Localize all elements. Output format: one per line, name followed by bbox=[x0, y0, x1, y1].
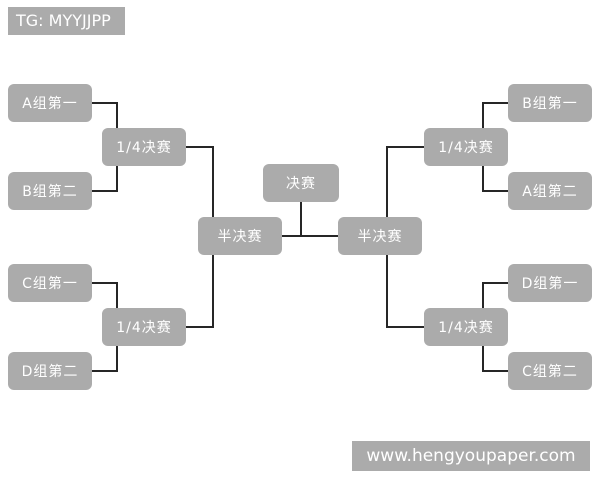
connector-right-semifinal bbox=[386, 146, 424, 328]
team-label: D组第一 bbox=[521, 276, 579, 292]
team-c-second: C组第二 bbox=[508, 352, 592, 390]
connector-final bbox=[282, 202, 338, 237]
team-d-first: D组第一 bbox=[508, 264, 592, 302]
match-label: 1/4决赛 bbox=[438, 320, 494, 336]
tg-tag-label: TG: MYYJJPP bbox=[16, 11, 111, 30]
team-c-first: C组第一 bbox=[8, 264, 92, 302]
quarterfinal-left-bottom: 1/4决赛 bbox=[102, 308, 186, 346]
team-label: B组第一 bbox=[522, 96, 578, 112]
match-label: 1/4决赛 bbox=[116, 140, 172, 156]
team-a-second: A组第二 bbox=[508, 172, 592, 210]
semifinal-right: 半决赛 bbox=[338, 217, 422, 255]
quarterfinal-right-top: 1/4决赛 bbox=[424, 128, 508, 166]
quarterfinal-right-bottom: 1/4决赛 bbox=[424, 308, 508, 346]
team-label: B组第二 bbox=[22, 184, 78, 200]
connector-right-quarterfinals bbox=[482, 102, 508, 372]
team-label: C组第二 bbox=[522, 364, 578, 380]
connector-left-semifinal bbox=[186, 146, 214, 328]
watermark: www.hengyoupaper.com bbox=[352, 441, 590, 471]
team-label: D组第二 bbox=[21, 364, 79, 380]
team-d-second: D组第二 bbox=[8, 352, 92, 390]
final: 决赛 bbox=[263, 164, 339, 202]
tg-tag: TG: MYYJJPP bbox=[8, 7, 125, 35]
match-label: 1/4决赛 bbox=[438, 140, 494, 156]
match-label: 半决赛 bbox=[217, 229, 263, 245]
match-label: 1/4决赛 bbox=[116, 320, 172, 336]
team-b-first: B组第一 bbox=[508, 84, 592, 122]
match-label: 决赛 bbox=[286, 176, 316, 192]
watermark-text: www.hengyoupaper.com bbox=[366, 446, 576, 466]
team-b-second: B组第二 bbox=[8, 172, 92, 210]
match-label: 半决赛 bbox=[357, 229, 403, 245]
quarterfinal-left-top: 1/4决赛 bbox=[102, 128, 186, 166]
team-a-first: A组第一 bbox=[8, 84, 92, 122]
team-label: A组第二 bbox=[522, 184, 578, 200]
team-label: C组第一 bbox=[22, 276, 78, 292]
connector-left-quarterfinals bbox=[92, 102, 118, 372]
semifinal-left: 半决赛 bbox=[198, 217, 282, 255]
team-label: A组第一 bbox=[22, 96, 78, 112]
